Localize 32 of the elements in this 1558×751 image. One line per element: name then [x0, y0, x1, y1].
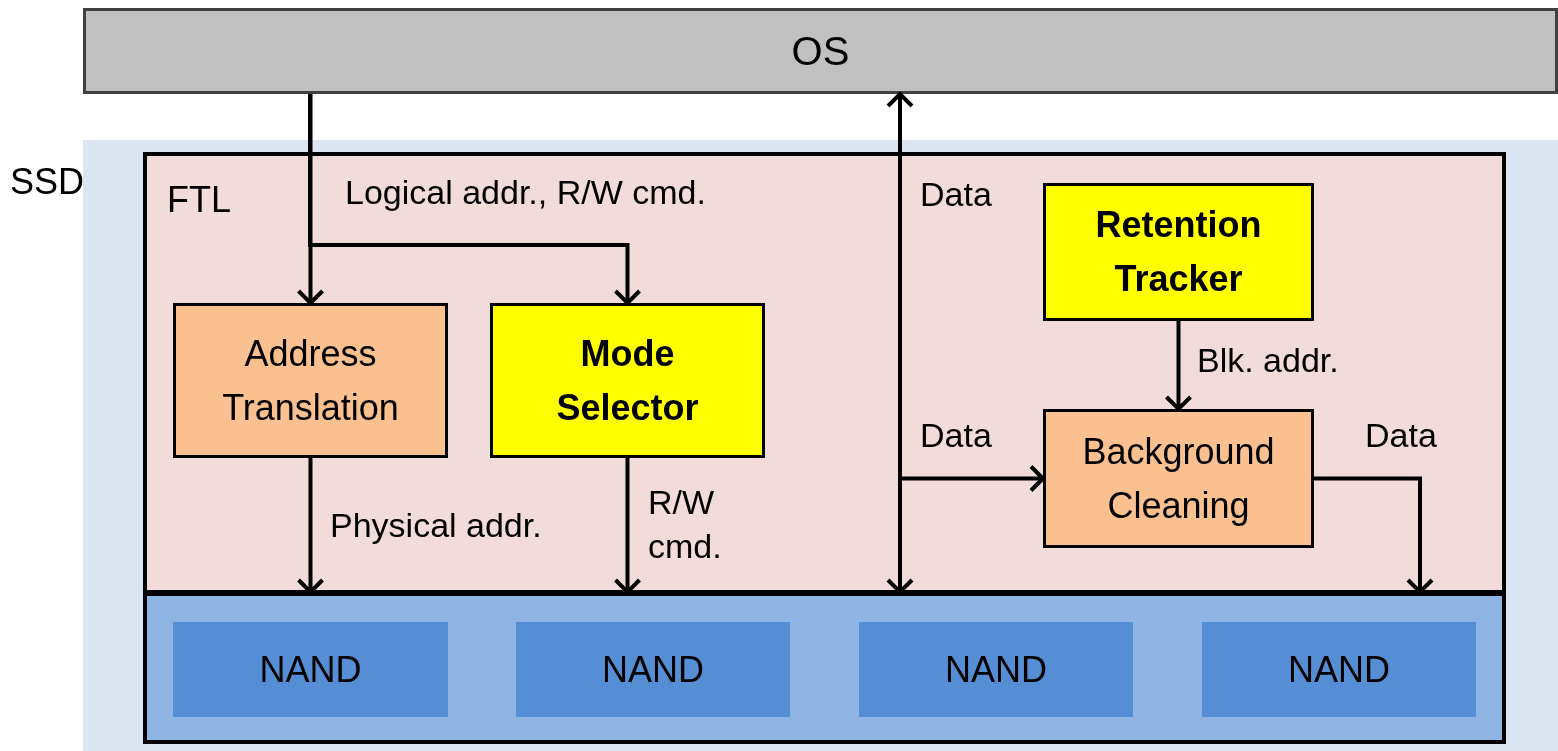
box-label: NAND	[944, 647, 1048, 692]
edge-label: Blk. addr.	[1197, 340, 1339, 381]
edge-label: Data	[920, 415, 992, 456]
edge-label: R/W cmd.	[648, 482, 723, 568]
nand-chip-box	[516, 622, 790, 717]
box-label: Background Cleaning	[1081, 429, 1276, 528]
nand-chip-box	[1202, 622, 1476, 717]
edge-label: Logical addr., R/W cmd.	[345, 172, 706, 213]
arrow	[308, 94, 642, 305]
os-bar	[83, 8, 1558, 94]
box-label: Address Translation	[221, 331, 400, 430]
heading-label: FTL	[167, 180, 231, 220]
arrow	[1164, 321, 1193, 411]
edge-label: Physical addr.	[330, 505, 542, 546]
arrow	[296, 94, 325, 305]
process-box	[1043, 183, 1314, 321]
process-box	[1043, 409, 1314, 548]
process-box	[490, 303, 765, 458]
nand-array-box	[143, 592, 1506, 744]
box-label: Retention Tracker	[1094, 203, 1263, 301]
nand-chip-box	[859, 622, 1133, 717]
box-label: OS	[790, 28, 851, 75]
edge-label: Data	[1365, 415, 1437, 456]
box-label: NAND	[1287, 647, 1391, 692]
ftl-box	[143, 152, 1506, 594]
nand-chip-box	[173, 622, 448, 717]
process-box	[173, 303, 448, 458]
edge-label: Data	[920, 174, 992, 215]
heading-label: SSD	[10, 162, 85, 202]
box-label: Mode Selector	[555, 331, 700, 430]
box-label: NAND	[258, 647, 363, 692]
box-label: NAND	[601, 647, 705, 692]
